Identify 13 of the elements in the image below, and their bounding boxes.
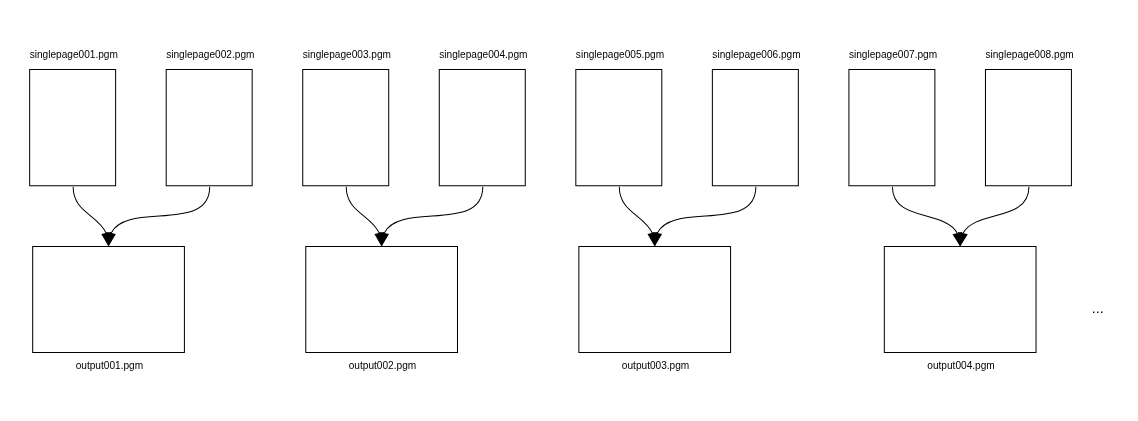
node-label: singlepage002.pgm (166, 48, 255, 60)
node-label: output001.pgm (75, 359, 144, 371)
node-label: output003.pgm (621, 359, 690, 371)
node-label: singlepage003.pgm (302, 48, 391, 60)
node-label: singlepage004.pgm (439, 48, 528, 60)
label: ... (1091, 299, 1104, 316)
node-label: singlepage006.pgm (712, 48, 801, 60)
node-label: singlepage001.pgm (29, 48, 118, 60)
node-label: output004.pgm (927, 359, 995, 371)
node-label: output002.pgm (348, 359, 417, 371)
node-label: singlepage007.pgm (848, 48, 938, 60)
node-label: singlepage008.pgm (985, 48, 1074, 60)
node-label: singlepage005.pgm (575, 48, 665, 60)
